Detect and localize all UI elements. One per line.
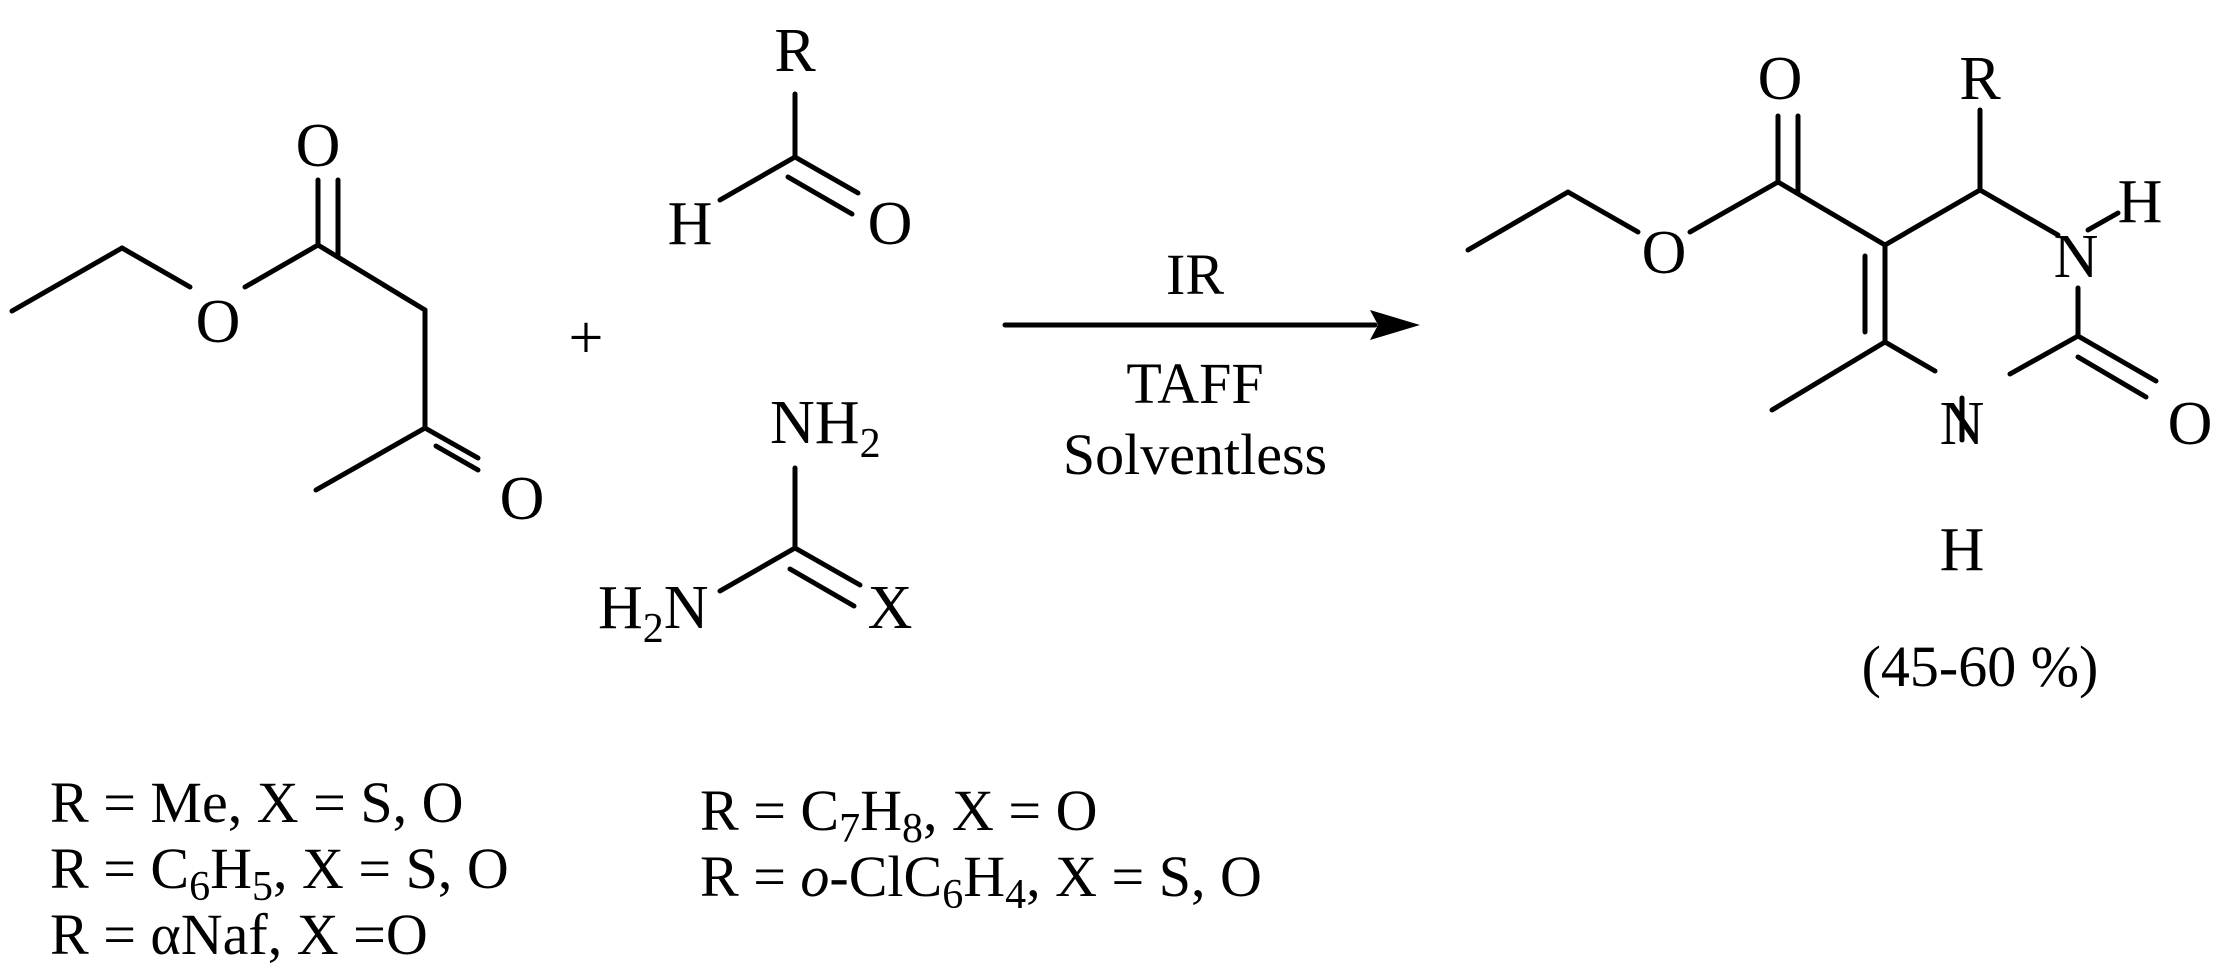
bond: [422, 425, 481, 461]
label-nh: NH: [770, 389, 860, 457]
bond: [433, 443, 481, 473]
bond: [1882, 339, 1938, 374]
bond: [2075, 333, 2159, 384]
bond: [1977, 187, 2061, 238]
atom-oxygen: O: [1642, 219, 1687, 287]
substituent-list: R = Me, X = S, O R = C6H5, X = S, O R = …: [50, 770, 1262, 967]
substituent-row-1: R = Me, X = S, O: [50, 770, 464, 835]
arrow-head: [1370, 310, 1420, 340]
bond: [1465, 189, 1571, 253]
condition-ir: IR: [1166, 242, 1224, 307]
bond: [2075, 354, 2149, 400]
bond: [242, 242, 321, 290]
plus-sign: +: [569, 304, 604, 372]
bond: [717, 545, 798, 594]
atom-oxygen: O: [296, 112, 341, 180]
atom-nh2-top: NH2: [770, 389, 881, 467]
bond: [717, 154, 798, 203]
atom-nitrogen: N: [2054, 223, 2099, 291]
bond: [315, 242, 428, 313]
bond: [792, 545, 863, 588]
yield-label: (45-60 %): [1862, 634, 2099, 699]
substituent-row-3: R = αNaf, X =O: [50, 902, 428, 967]
ethyl-acetoacetate-structure: O O O: [9, 112, 545, 533]
substituent-row-5: R = o-ClC6H4, X = S, O: [700, 844, 1262, 918]
bond: [1769, 339, 1888, 413]
bond: [1882, 187, 1983, 248]
atom-r: R: [774, 17, 816, 85]
atom-hydrogen: H: [668, 190, 713, 258]
atom-hydrogen: H: [2118, 168, 2163, 236]
bond: [792, 154, 861, 196]
condition-taff: TAFF: [1126, 351, 1263, 416]
condition-solventless: Solventless: [1063, 422, 1327, 487]
bond: [9, 245, 125, 314]
substituent-row-2: R = C6H5, X = S, O: [50, 836, 509, 910]
urea-thiourea-structure: NH2 H2N X: [598, 389, 912, 652]
atom-x: X: [868, 574, 913, 642]
bond: [313, 425, 428, 493]
bond: [787, 566, 857, 609]
subscript-2: 2: [643, 606, 664, 652]
atom-hydrogen: H: [1940, 516, 1985, 584]
bond: [2085, 210, 2121, 233]
atom-oxygen: O: [1758, 45, 1803, 113]
bond: [1565, 189, 1641, 235]
label-h: H: [598, 574, 643, 642]
bond: [785, 174, 855, 217]
atom-h2n-left: H2N: [598, 574, 709, 652]
product-structure: O O R H N O N H: [1465, 45, 2213, 584]
atom-r: R: [1959, 45, 2001, 113]
substituent-row-4: R = C7H8, X = O: [700, 778, 1097, 852]
atom-nitrogen: N: [1940, 390, 1985, 458]
bond: [119, 245, 193, 290]
bond: [1687, 179, 1781, 235]
atom-oxygen: O: [2168, 390, 2213, 458]
atom-oxygen: O: [500, 465, 545, 533]
atom-oxygen: O: [868, 190, 913, 258]
reaction-arrow: IR TAFF Solventless: [1002, 242, 1420, 487]
label-n: N: [664, 574, 709, 642]
atom-oxygen: O: [196, 288, 241, 356]
bond: [2007, 333, 2081, 377]
bond: [1775, 179, 1888, 248]
subscript-2: 2: [860, 421, 881, 467]
aldehyde-structure: R H O: [668, 17, 913, 258]
